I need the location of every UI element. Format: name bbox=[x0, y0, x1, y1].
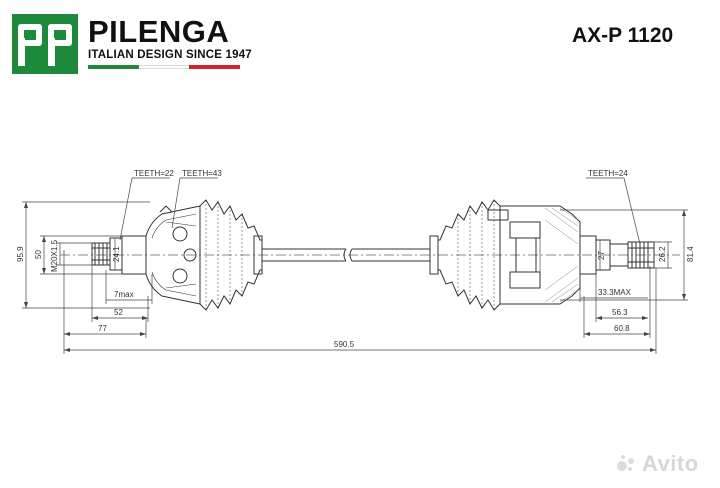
pp-logo-icon bbox=[12, 14, 78, 74]
flag-red bbox=[189, 65, 241, 69]
label-27: 27 bbox=[597, 251, 606, 260]
brand-name: PILENGA bbox=[88, 14, 230, 49]
dimension-arrows bbox=[24, 202, 686, 352]
label-95-9: 95.9 bbox=[16, 246, 25, 262]
label-50: 50 bbox=[34, 250, 43, 259]
left-boot bbox=[199, 199, 263, 311]
main-shaft bbox=[262, 248, 430, 262]
pilenga-logo-mark bbox=[12, 14, 78, 74]
header: PILENGA ITALIAN DESIGN SINCE 1947 AX-P 1… bbox=[0, 0, 720, 80]
italian-flag-stripe bbox=[88, 65, 241, 69]
label-24-1: 24.1 bbox=[112, 246, 121, 262]
part-number: AX-P 1120 bbox=[572, 24, 674, 47]
label-52: 52 bbox=[114, 308, 123, 317]
label-thread: M20X1.5 bbox=[50, 239, 59, 272]
label-60-8: 60.8 bbox=[614, 324, 630, 333]
label-26-2: 26.2 bbox=[658, 246, 667, 262]
avito-watermark: Avito bbox=[642, 451, 699, 476]
label-590-5: 590.5 bbox=[334, 340, 355, 349]
label-81-4: 81.4 bbox=[686, 246, 695, 262]
label-teeth-43: TEETH=43 bbox=[182, 169, 222, 178]
right-boot bbox=[429, 199, 501, 311]
label-56-3: 56.3 bbox=[612, 308, 628, 317]
avito-logo-icon bbox=[617, 455, 634, 471]
brand-tagline: ITALIAN DESIGN SINCE 1947 bbox=[88, 49, 252, 61]
label-teeth-22: TEETH=22 bbox=[134, 169, 174, 178]
label-33-3max: 33.3MAX bbox=[598, 288, 632, 297]
dimension-lines bbox=[22, 177, 688, 354]
dimension-labels: TEETH=22 TEETH=43 TEETH=24 95.9 50 M20X1… bbox=[16, 169, 695, 349]
label-7max: 7max bbox=[114, 290, 134, 299]
flag-white bbox=[138, 65, 190, 69]
label-77: 77 bbox=[98, 324, 107, 333]
right-spline-shaft bbox=[595, 239, 655, 271]
flag-green bbox=[88, 65, 139, 69]
drive-shaft-drawing: TEETH=22 TEETH=43 TEETH=24 95.9 50 M20X1… bbox=[16, 169, 695, 354]
label-teeth-24: TEETH=24 bbox=[588, 169, 628, 178]
